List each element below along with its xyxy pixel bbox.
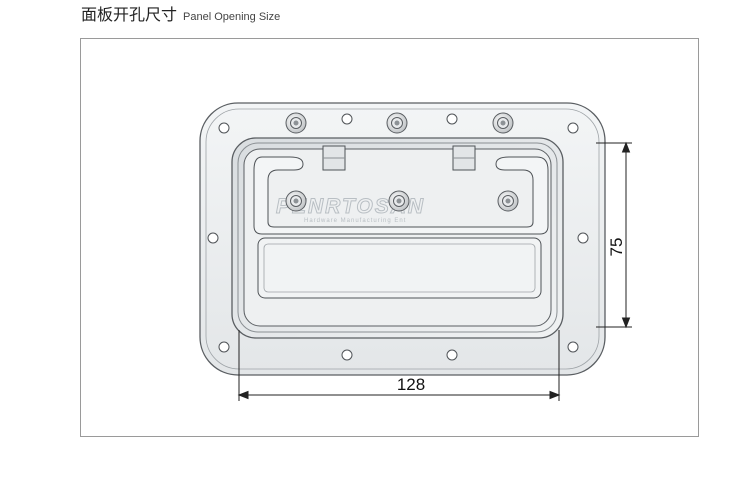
- tray-wall-2: [237, 142, 558, 333]
- mounting-hole: [207, 232, 219, 244]
- mounting-hole: [446, 349, 458, 361]
- height-dimension-label: 75: [607, 238, 626, 257]
- grip-bar-inner: [263, 243, 536, 293]
- height-dimension: [596, 141, 632, 329]
- rivet: [492, 112, 514, 134]
- mounting-holes: [207, 113, 589, 361]
- mounting-hole: [218, 122, 230, 134]
- page-title: 面板开孔尺寸 Panel Opening Size: [81, 1, 280, 25]
- title-chinese: 面板开孔尺寸: [81, 5, 178, 24]
- mounting-hole: [446, 113, 458, 125]
- mounting-hole: [341, 349, 353, 361]
- handle-upper: [253, 156, 549, 235]
- mounting-hole: [577, 232, 589, 244]
- logo-subtext: Hardware Manufacturing Ent: [304, 218, 406, 224]
- mounting-hole: [567, 122, 579, 134]
- rivet: [285, 112, 307, 134]
- mounting-hole: [567, 341, 579, 353]
- handle-rivets: [285, 190, 519, 212]
- width-dimension-label: 128: [397, 375, 425, 394]
- rivet: [386, 112, 408, 134]
- mounting-hole: [341, 113, 353, 125]
- handle-grip-bar: [257, 237, 542, 299]
- plate-inner-edge: [205, 108, 600, 370]
- rivet: [388, 190, 410, 212]
- rivet: [497, 190, 519, 212]
- flange-rivets: [285, 112, 514, 134]
- rivet: [285, 190, 307, 212]
- width-dimension: [237, 330, 561, 401]
- hinge-tabs: [322, 145, 476, 171]
- title-english: Panel Opening Size: [183, 11, 281, 23]
- mounting-hole: [218, 341, 230, 353]
